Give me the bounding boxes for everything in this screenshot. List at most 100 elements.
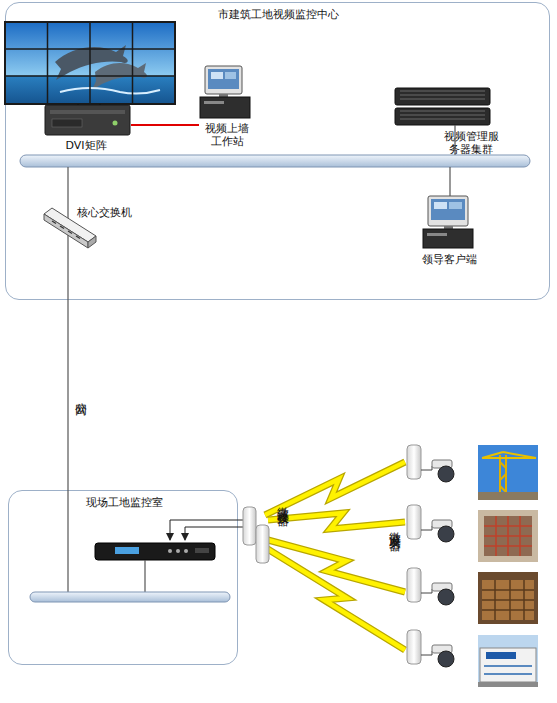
client-computer [444,226,453,229]
dvi-matrix-device [113,121,118,126]
dome-camera [421,651,432,655]
microwave-receiver [256,525,269,563]
site-photo [482,580,534,620]
dvi-matrix-device [50,110,125,114]
dome-camera [438,526,454,542]
box-title: 现场工地监控室 [9,496,239,509]
core-switch [44,214,88,248]
workstation-computer [205,66,242,94]
onsite-equipment [67,490,68,592]
dome-camera [438,589,454,605]
workstation-computer [200,97,250,118]
microwave-transmitter [407,568,421,602]
client-computer [427,233,447,236]
video-wall [77,104,79,106]
site-photo [484,516,532,556]
edge-label: 公网 [74,393,88,397]
site-photo [478,445,538,500]
onsite-equipment [144,560,145,592]
site-photo [478,635,538,687]
onsite-equipment [176,549,180,553]
device-node: DVI矩阵 [41,101,131,155]
site-photo [484,516,532,556]
microwave-receiver [243,507,256,545]
device-label: 视频管理服务器集群 [441,130,501,156]
video-wall [132,22,134,104]
video-wall [47,22,49,104]
dome-camera [432,460,452,468]
site-photo [484,666,532,674]
dome-camera [432,645,452,653]
network-cable [131,124,199,126]
site-photo [480,648,536,682]
wireless-link [268,540,405,592]
network-bus [67,167,68,300]
core-switch [44,208,96,248]
site-photo [500,455,506,500]
client-computer [431,199,465,220]
dome-camera [421,460,454,667]
onsite-equipment [168,549,172,553]
microwave-transmitter [407,445,421,664]
video-wall [89,22,91,104]
onsite-equipment [115,547,139,554]
site-photo [482,452,536,458]
dome-camera [421,466,432,470]
client-computer [449,202,462,209]
video-wall [5,22,175,106]
site-photo [478,682,538,687]
onsite-equipment [185,527,245,540]
workstation-computer [211,72,223,79]
device-label: DVI矩阵 [41,139,131,152]
site-photo [482,580,534,620]
workstation-computer [208,69,239,89]
site-photo [478,445,538,687]
video-wall [5,22,175,104]
workstation-computer [200,66,250,118]
dome-camera [421,589,432,593]
client-computer [423,196,473,248]
server-cluster [395,88,490,155]
core-switch [88,236,96,248]
client-computer [423,229,473,248]
wireless-link [268,540,405,592]
dvi-matrix-device [52,119,82,127]
wireless-link [265,462,405,515]
video-wall [5,75,175,77]
microwave-transmitter [407,445,421,479]
network-bus [20,155,530,167]
site-photo [478,510,538,562]
network-bus [20,155,530,300]
microwave-transmitter [407,505,421,539]
onsite-equipment [195,548,209,553]
dome-camera [432,520,452,528]
dome-camera [421,526,432,530]
wireless-link [265,462,405,650]
onsite-equipment [170,520,245,540]
box-title: 市建筑工地视频监控中心 [6,8,551,21]
wireless-link [266,548,405,650]
device-node: 视频管理服务器集群 [393,86,507,158]
client-computer [428,196,468,226]
dome-camera [432,583,452,591]
network-bus [449,167,450,196]
client-computer [434,202,447,209]
site-photo [478,492,538,500]
core-switch [44,208,96,242]
workstation-computer [219,94,228,97]
dvi-matrix-device [45,105,130,135]
onsite-equipment [95,543,215,560]
video-wall [5,22,175,104]
server-cluster [395,88,490,105]
server-cluster [400,91,485,119]
site-photo [486,652,516,659]
device-label: 视频上墙工作站 [203,122,251,148]
dvi-matrix-device [45,105,130,135]
dome-camera [438,466,454,482]
workstation-computer [225,72,236,79]
onsite-equipment [30,490,245,602]
network-cable [67,300,68,490]
onsite-room-box: 现场工地监控室 [8,490,238,665]
